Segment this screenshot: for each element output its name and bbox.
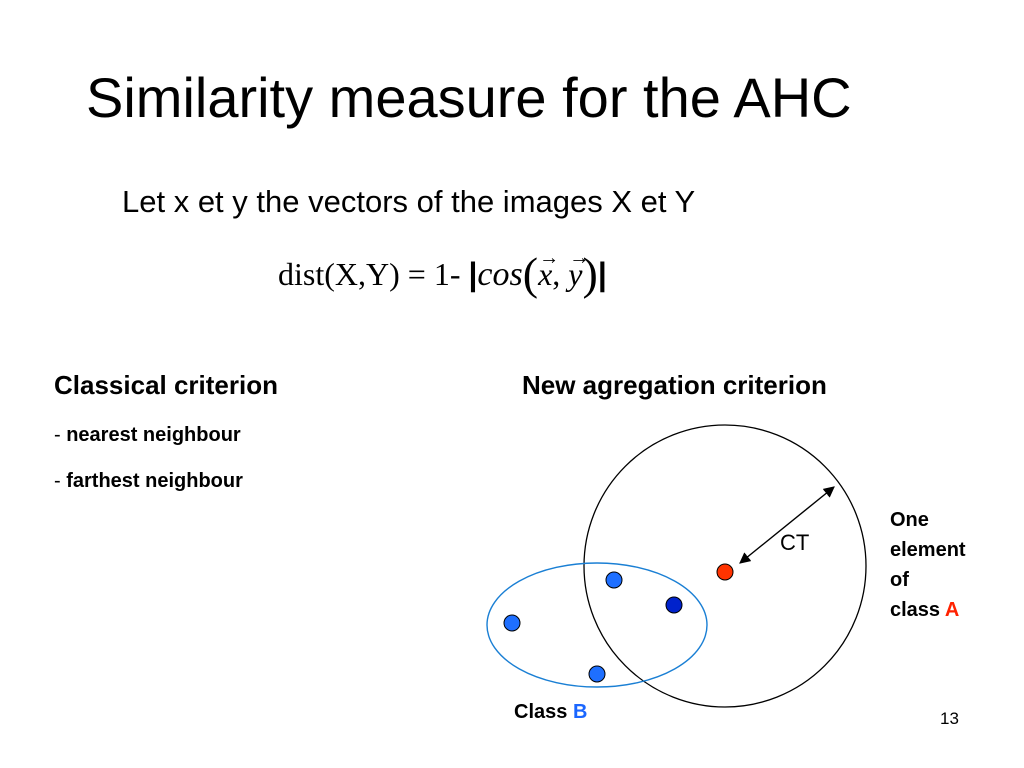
- formula-lhs: dist(X,Y) = 1-: [278, 256, 461, 292]
- bullet-text: farthest neighbour: [66, 470, 243, 492]
- class-b-point: [605, 571, 623, 589]
- annotation-line: element: [890, 539, 966, 561]
- formula-paren-open: (: [522, 248, 539, 299]
- list-item: - nearest neighbour: [54, 424, 241, 447]
- bullet-text: nearest neighbour: [66, 424, 241, 446]
- formula-abs-close: |: [597, 256, 607, 292]
- class-a-prefix: class: [890, 599, 945, 621]
- class-b-label: Class B: [514, 701, 587, 724]
- class-b-point: [588, 665, 606, 683]
- class-b-ellipse: [486, 562, 708, 688]
- formula-vector-x: x: [538, 232, 559, 300]
- class-a-point: [716, 563, 734, 581]
- formula-cos: cos: [477, 256, 523, 293]
- list-item: - farthest neighbour: [54, 470, 243, 493]
- annotation-line: of: [890, 569, 909, 591]
- annotation-line: class A: [890, 595, 966, 625]
- class-a-annotation: One element of class A: [890, 505, 966, 625]
- formula-vector-y: y: [568, 232, 589, 300]
- distance-formula: dist(X,Y) = 1- |cos(x, y)|: [278, 232, 607, 301]
- classical-criterion-heading: Classical criterion: [54, 370, 278, 400]
- bullet-dash: -: [54, 424, 67, 446]
- page-number: 13: [940, 709, 959, 728]
- class-b-point: [503, 614, 521, 632]
- annotation-line: One: [890, 509, 929, 531]
- formula-abs-open: |: [468, 256, 478, 292]
- ct-label: CT: [780, 530, 810, 555]
- slide-title: Similarity measure for the AHC: [86, 66, 852, 129]
- ct-radius-arrow: [739, 486, 835, 564]
- class-b-point: [665, 596, 683, 614]
- class-a-letter: A: [944, 599, 960, 621]
- class-b-letter: B: [572, 701, 588, 723]
- new-criterion-heading: New agregation criterion: [522, 370, 827, 400]
- class-a-radius-circle: [583, 424, 867, 708]
- class-b-prefix: Class: [514, 701, 573, 723]
- intro-text: Let x et y the vectors of the images X e…: [122, 184, 696, 219]
- bullet-dash: -: [54, 470, 67, 492]
